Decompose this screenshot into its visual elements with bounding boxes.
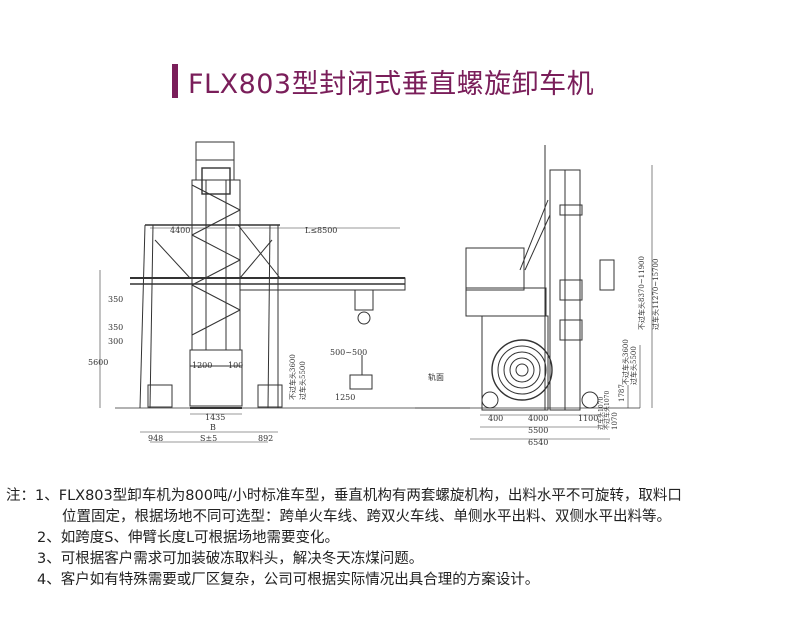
right-vertical-note-e: 不过车头1070 bbox=[603, 391, 611, 430]
left-view: 4400 L≤8500 350 350 300 5600 1200 100 50… bbox=[88, 141, 470, 443]
horizontal-arm bbox=[239, 277, 406, 325]
right-tower bbox=[519, 145, 583, 411]
note-text: 位置固定，根据场地不同可选型：跨单火车线、跨双火车线、单侧水平出料、双侧水平出料… bbox=[62, 509, 671, 525]
note-number: 1、 bbox=[35, 488, 59, 504]
dim-5500: 5500 bbox=[528, 426, 548, 435]
title-block: FLX803型封闭式垂直螺旋卸车机 bbox=[172, 64, 595, 100]
dim-label-B: B bbox=[210, 423, 216, 432]
dim-892: 892 bbox=[258, 434, 273, 443]
right-wheels bbox=[481, 391, 599, 409]
dim-300: 300 bbox=[108, 337, 123, 346]
dim-5600: 5600 bbox=[88, 358, 108, 367]
dim-948: 948 bbox=[148, 434, 163, 443]
right-vertical-note-d: 过车头5500 bbox=[629, 346, 638, 385]
note-text: 可根据客户需求可加装破冻取料头，解决冬天冻煤问题。 bbox=[60, 551, 424, 567]
note-text: 客户如有特殊需要或厂区复杂，公司可根据实际情况出具合理的方案设计。 bbox=[60, 572, 540, 588]
note-item-1: 注：1、FLX803型卸车机为800吨/小时标准车型，垂直机构有两套螺旋机构，出… bbox=[6, 486, 796, 507]
portal-frame bbox=[130, 224, 405, 409]
undercarriage bbox=[147, 349, 373, 409]
dim-1200: 1200 bbox=[192, 361, 212, 370]
title-accent-bar bbox=[172, 64, 178, 98]
dim-350: 350 bbox=[108, 295, 123, 304]
right-dimension-lines bbox=[470, 165, 653, 440]
note-text: 如跨度S、伸臂长度L可根据场地需要变化。 bbox=[60, 530, 340, 546]
track-label: 轨面 bbox=[428, 372, 444, 382]
notes-section: 注：1、FLX803型卸车机为800吨/小时标准车型，垂直机构有两套螺旋机构，出… bbox=[6, 486, 796, 591]
notes-prefix: 注： bbox=[6, 488, 35, 504]
dim-arm-length: L≤8500 bbox=[305, 226, 337, 235]
page-title: FLX803型封闭式垂直螺旋卸车机 bbox=[188, 68, 595, 100]
dim-500: 500~500 bbox=[330, 348, 367, 357]
dim-1435: 1435 bbox=[205, 413, 225, 422]
note-number: 3、 bbox=[37, 551, 61, 567]
note-item-4: 4、客户如有特殊需要或厂区复杂，公司可根据实际情况出具合理的方案设计。 bbox=[6, 570, 796, 591]
vertical-tower bbox=[191, 141, 241, 351]
dim-400: 400 bbox=[488, 414, 503, 423]
right-vertical-note-f: 过车头1070 bbox=[597, 397, 605, 430]
right-vertical-note-a: 不过车头8370~11900 bbox=[637, 256, 646, 330]
dimension-lines bbox=[99, 227, 400, 443]
note-number: 2、 bbox=[37, 530, 61, 546]
note-item-1-continued: 位置固定，根据场地不同可选型：跨单火车线、跨双火车线、单侧水平出料、双侧水平出料… bbox=[6, 507, 796, 528]
dim-1070: 1070 bbox=[611, 412, 619, 430]
right-vertical-note-b: 过车头11270~15700 bbox=[651, 259, 660, 330]
spiral-wheel bbox=[491, 339, 553, 401]
right-vertical-note-c: 不过车头3600 bbox=[621, 339, 630, 385]
dim-100: 100 bbox=[228, 361, 243, 370]
dim-top-span: 4400 bbox=[170, 226, 190, 235]
dim-6540: 6540 bbox=[528, 438, 548, 447]
dim-span-S: S±5 bbox=[200, 434, 217, 443]
left-vertical-note-1: 不过车头3600 bbox=[288, 354, 297, 400]
note-number: 4、 bbox=[37, 572, 61, 588]
dim-1100: 1100 bbox=[578, 414, 598, 423]
drive-house bbox=[465, 247, 615, 411]
right-view: 轨面 400 4000 1100 5500 6540 1787 1070 不过车… bbox=[415, 145, 660, 447]
left-vertical-note-2: 过车头5500 bbox=[298, 361, 307, 400]
engineering-drawing: 4400 L≤8500 350 350 300 5600 1200 100 50… bbox=[88, 141, 660, 447]
dim-1250: 1250 bbox=[335, 393, 355, 402]
note-item-3: 3、可根据客户需求可加装破冻取料头，解决冬天冻煤问题。 bbox=[6, 549, 796, 570]
dim-1787: 1787 bbox=[618, 384, 626, 402]
dim-4000: 4000 bbox=[528, 414, 548, 423]
dim-350b: 350 bbox=[108, 323, 123, 332]
note-item-2: 2、如跨度S、伸臂长度L可根据场地需要变化。 bbox=[6, 528, 796, 549]
note-text: FLX803型卸车机为800吨/小时标准车型，垂直机构有两套螺旋机构，出料水平不… bbox=[58, 488, 682, 504]
